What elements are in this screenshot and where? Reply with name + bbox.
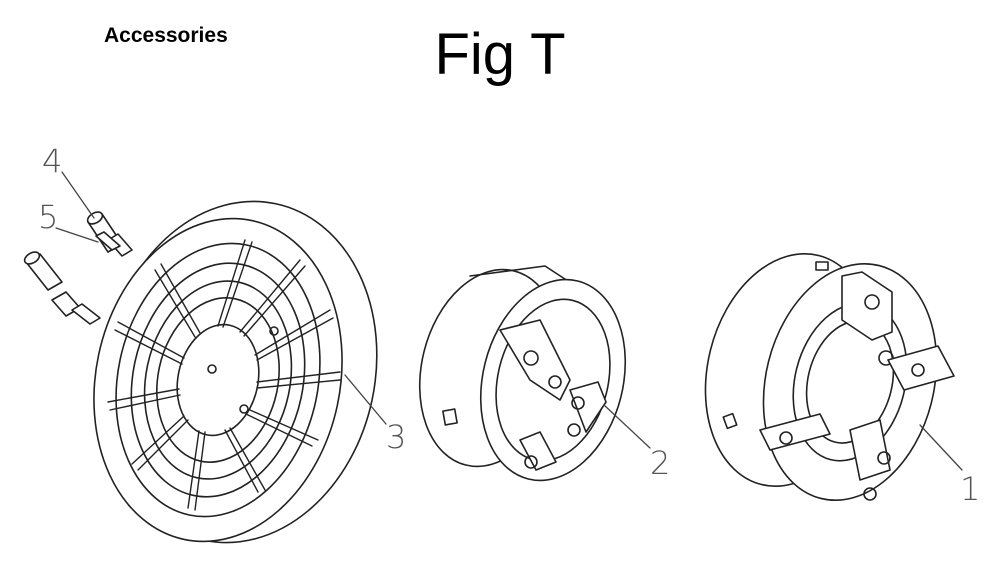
callout-3: 3 [386, 418, 406, 456]
callout-1: 1 [960, 470, 980, 508]
three-jaw-chuck-part [418, 265, 627, 482]
section-title: Accessories [104, 24, 228, 47]
four-jaw-chuck-part [704, 252, 955, 501]
leader-lines [55, 171, 963, 471]
callout-numbers: 1 2 3 4 5 [38, 142, 980, 508]
callout-5: 5 [38, 198, 58, 236]
callout-4: 4 [42, 142, 62, 180]
figure-title: Fig T [434, 22, 566, 87]
callout-2: 2 [650, 444, 670, 482]
pin-parts [23, 211, 133, 325]
face-plate-part [93, 200, 378, 544]
